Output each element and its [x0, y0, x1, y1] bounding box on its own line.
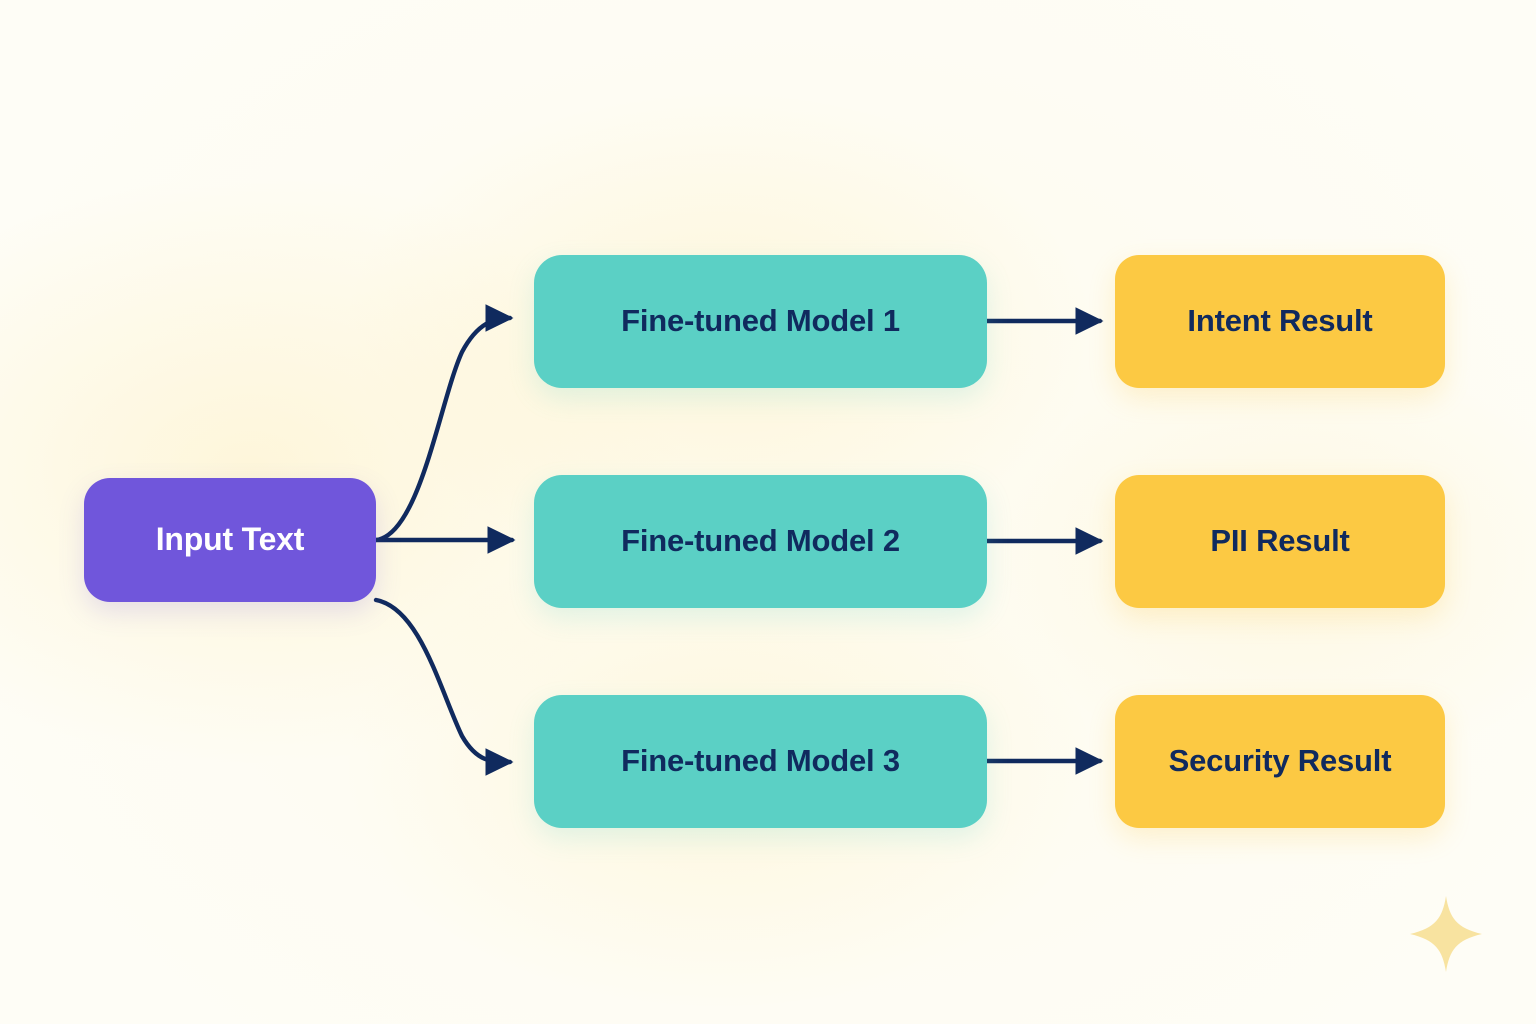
node-intent-result-label: Intent Result	[1187, 303, 1373, 339]
node-intent-result[interactable]: Intent Result	[1115, 255, 1445, 388]
node-input-text-label: Input Text	[155, 521, 305, 558]
node-fine-tuned-model-1[interactable]: Fine-tuned Model 1	[534, 255, 987, 388]
edge-input-to-model-3	[373, 597, 514, 776]
node-fine-tuned-model-3-label: Fine-tuned Model 3	[621, 743, 900, 779]
node-fine-tuned-model-1-label: Fine-tuned Model 1	[621, 303, 900, 339]
node-security-result[interactable]: Security Result	[1115, 695, 1445, 828]
node-fine-tuned-model-3[interactable]: Fine-tuned Model 3	[534, 695, 987, 828]
node-fine-tuned-model-2[interactable]: Fine-tuned Model 2	[534, 475, 987, 608]
node-fine-tuned-model-2-label: Fine-tuned Model 2	[621, 523, 900, 559]
edge-input-to-model-1	[373, 304, 514, 543]
node-security-result-label: Security Result	[1168, 743, 1392, 779]
sparkle-star-icon	[1410, 896, 1482, 972]
node-input-text[interactable]: Input Text	[84, 478, 376, 602]
node-pii-result-label: PII Result	[1210, 523, 1350, 559]
node-pii-result[interactable]: PII Result	[1115, 475, 1445, 608]
